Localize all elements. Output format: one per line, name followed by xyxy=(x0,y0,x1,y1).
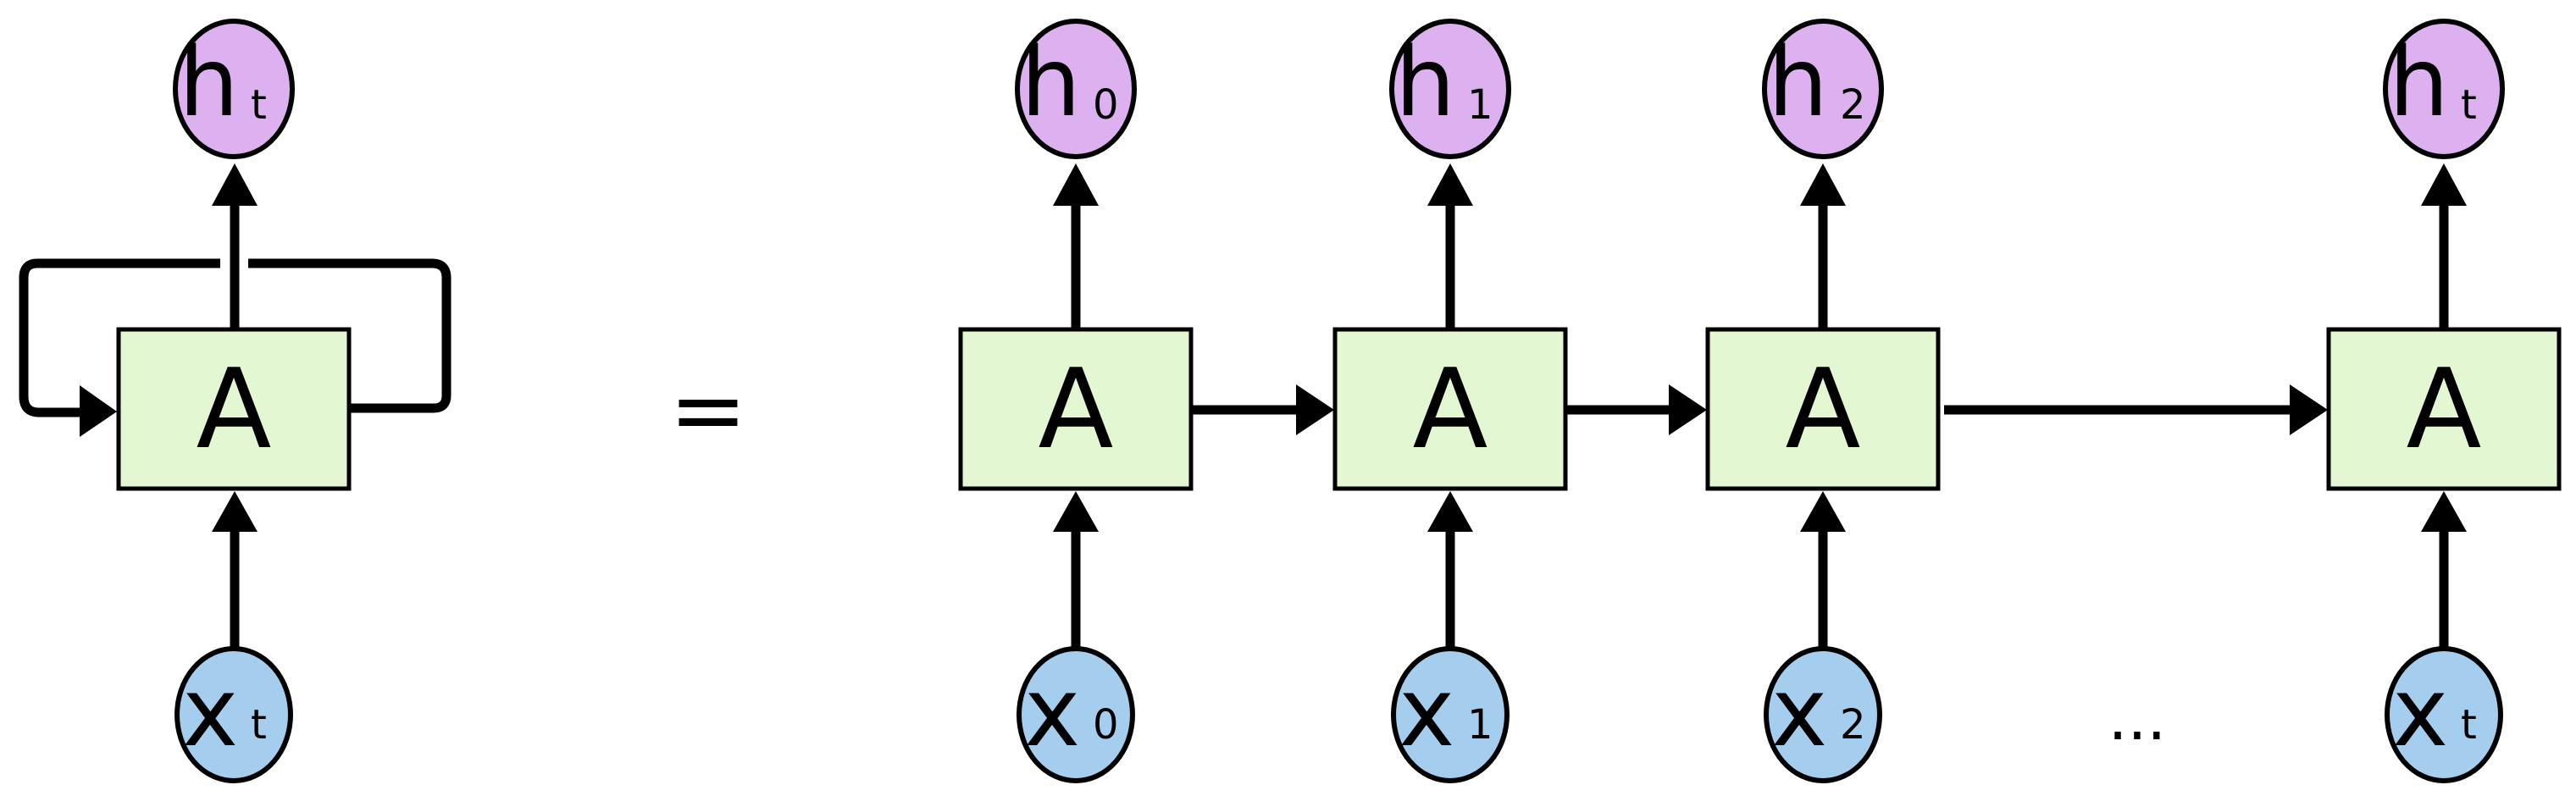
cell-box xyxy=(958,327,1194,491)
rolled-input-subscript: t xyxy=(251,701,267,749)
rolled-output-node xyxy=(173,19,295,159)
hidden-state-arrowhead-0 xyxy=(1296,384,1334,435)
rolled-output-arrowhead xyxy=(212,163,258,206)
cell-label: A xyxy=(2407,345,2482,473)
input-arrowhead xyxy=(2421,491,2467,532)
cell-label: A xyxy=(1413,345,1488,473)
rolled-rnn: A h t x t xyxy=(19,19,451,783)
input-label: x xyxy=(1399,658,1454,768)
cell-box xyxy=(1705,327,1941,491)
input-node xyxy=(2385,646,2503,783)
output-subscript: 1 xyxy=(1467,81,1493,129)
recurrent-loop xyxy=(248,258,451,413)
output-subscript: 2 xyxy=(1840,81,1866,129)
output-label: h xyxy=(1768,28,1828,138)
rolled-cell-label: A xyxy=(197,345,272,473)
output-node xyxy=(2383,19,2505,159)
output-arrowhead xyxy=(1800,163,1846,206)
rolled-input-label: x xyxy=(182,658,238,768)
output-node xyxy=(1762,19,1884,159)
output-node xyxy=(1389,19,1511,159)
hidden-state-arrowhead-1 xyxy=(1669,384,1707,435)
hidden-state-arrowhead-2 xyxy=(2290,384,2328,435)
output-label: h xyxy=(2389,28,2449,138)
cell-box xyxy=(2326,327,2562,491)
cell-label: A xyxy=(1786,345,1861,473)
output-node xyxy=(1015,19,1137,159)
input-arrowhead xyxy=(1427,491,1473,532)
input-node xyxy=(1391,646,1510,783)
rolled-output-subscript: t xyxy=(251,81,267,129)
input-subscript: 1 xyxy=(1467,701,1493,749)
output-subscript: t xyxy=(2461,81,2477,129)
input-label: x xyxy=(1024,658,1080,768)
input-label: x xyxy=(1771,658,1827,768)
rolled-output-label: h xyxy=(179,28,239,138)
input-node xyxy=(1764,646,1882,783)
cell-box xyxy=(1332,327,1568,491)
input-arrowhead xyxy=(1053,491,1099,532)
output-label: h xyxy=(1395,28,1455,138)
rolled-cell-box xyxy=(116,327,352,491)
input-subscript: t xyxy=(2461,701,2477,749)
input-subscript: 2 xyxy=(1840,701,1866,749)
output-subscript: 0 xyxy=(1093,81,1119,129)
output-arrowhead xyxy=(1427,163,1473,206)
input-subscript: 0 xyxy=(1093,701,1119,749)
ellipsis: ... xyxy=(2108,683,2167,754)
recurrent-loop-arrowhead xyxy=(80,385,117,437)
rolled-input-node xyxy=(175,646,293,783)
output-label: h xyxy=(1021,28,1081,138)
input-node xyxy=(1017,646,1135,783)
output-arrowhead xyxy=(2421,163,2467,206)
recurrent-loop-left xyxy=(19,258,220,417)
cell-label: A xyxy=(1039,345,1114,473)
equals-sign: = xyxy=(669,356,747,464)
input-label: x xyxy=(2392,658,2448,768)
rolled-input-arrowhead xyxy=(212,491,258,532)
output-arrowhead xyxy=(1053,163,1099,206)
input-arrowhead xyxy=(1800,491,1846,532)
